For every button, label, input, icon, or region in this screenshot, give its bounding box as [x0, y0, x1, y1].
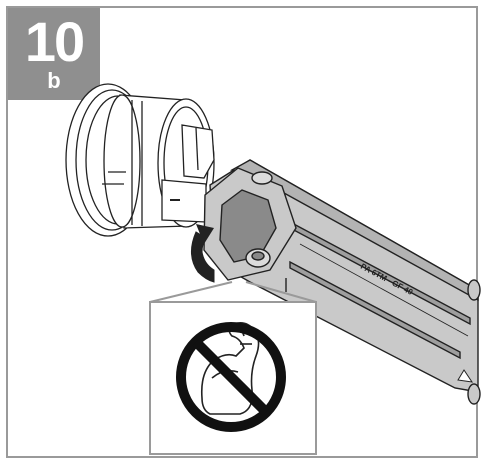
- step-sub-label: b: [47, 68, 61, 93]
- no-force-icon: [176, 322, 286, 432]
- pipe-fitting-icon: [65, 83, 215, 237]
- wrench-tool-icon: [203, 159, 481, 405]
- step-badge: 10 b: [8, 8, 100, 100]
- callout-lines: [149, 281, 317, 303]
- rotate-arrow-icon: [191, 224, 215, 283]
- step-number: 10: [24, 10, 85, 73]
